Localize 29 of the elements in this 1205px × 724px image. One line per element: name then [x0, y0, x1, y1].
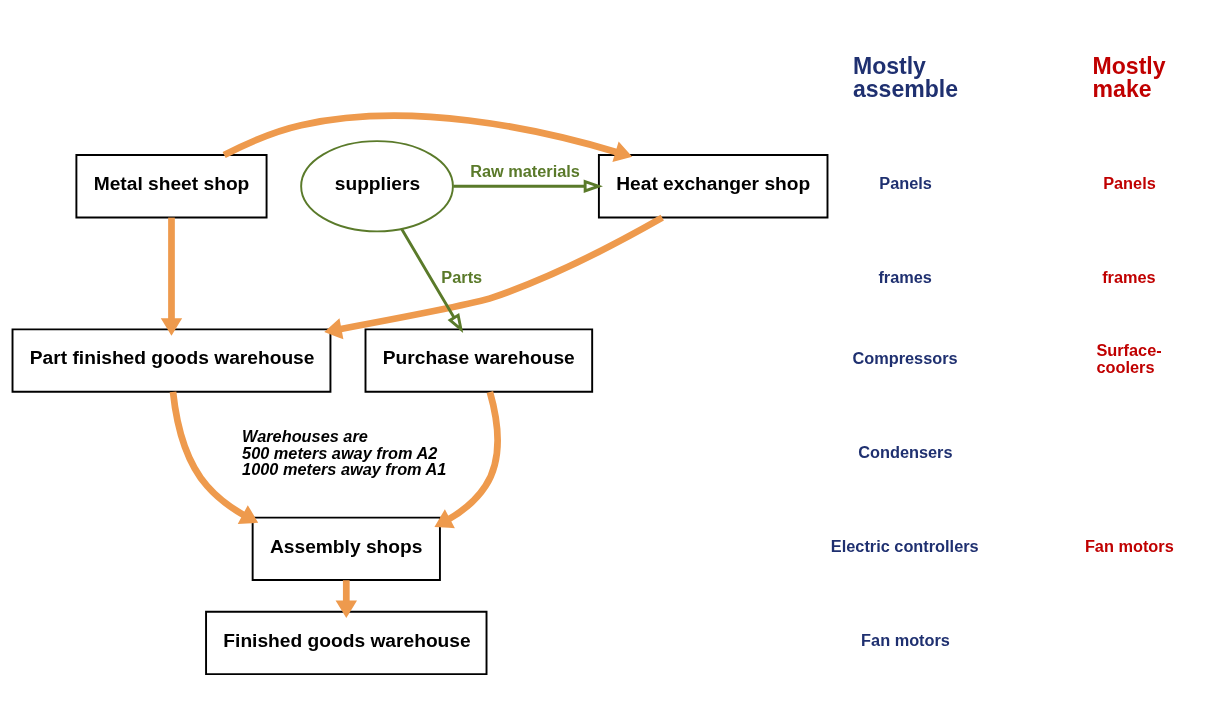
arrow: [169, 391, 259, 525]
label: frames: [878, 268, 932, 287]
label: Mostly assemble: [852, 53, 959, 103]
label: Mostly make: [1092, 53, 1166, 103]
label: Compressors: [852, 348, 958, 367]
node-ellipse: suppliers: [300, 140, 454, 233]
node-box: Assembly shops: [251, 516, 441, 581]
node-box: Purchase warehouse: [364, 328, 594, 393]
label: Electric controllers: [830, 536, 979, 555]
label: Warehouses are 500 meters away from A2 1000 meters away from A1: [242, 427, 447, 478]
label: Condensers: [858, 442, 953, 461]
label: Fan motors: [1084, 536, 1174, 555]
edge-label: Raw materials: [470, 162, 580, 181]
edge-label: Parts: [441, 268, 483, 287]
arrow: [453, 179, 603, 193]
arrow: [324, 214, 664, 340]
node-box: Part finished goods warehouse: [11, 328, 332, 393]
arrow: [222, 112, 633, 162]
label: frames: [1102, 268, 1156, 287]
arrow: [400, 228, 464, 334]
node-box: Heat exchanger shop: [597, 154, 829, 219]
label: Surface-coolers: [1096, 341, 1162, 376]
label: Fan motors: [861, 630, 950, 649]
arrow: [160, 217, 183, 336]
label: Panels: [1103, 174, 1156, 193]
node-box: Metal sheet shop: [75, 154, 268, 219]
label: Panels: [879, 174, 932, 193]
arrow: [434, 391, 501, 529]
node-box: Finished goods warehouse: [205, 610, 488, 676]
